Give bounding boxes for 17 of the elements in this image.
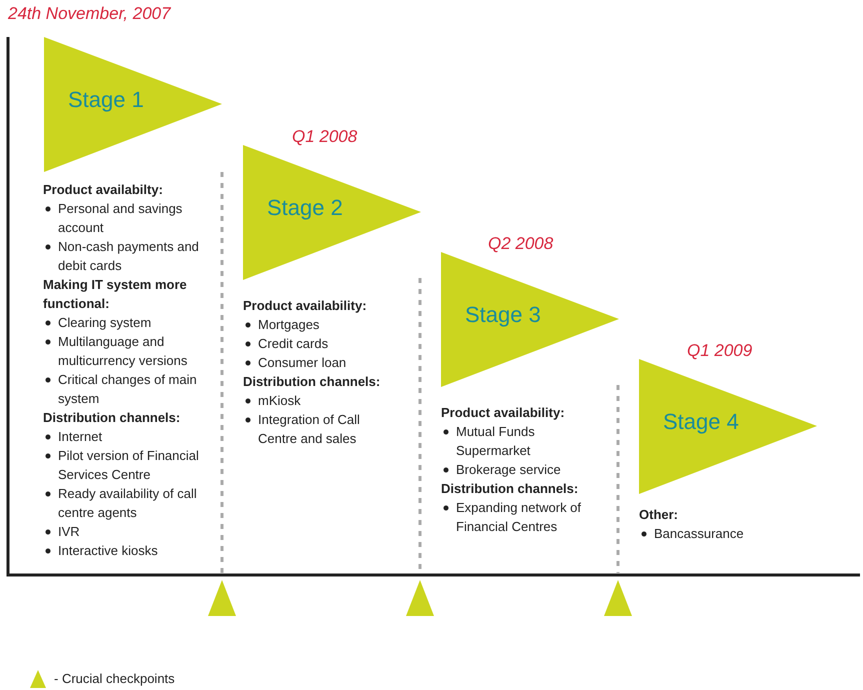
section-heading: Product availabilty:: [43, 181, 164, 199]
stage-title: Stage 2: [267, 195, 343, 221]
section-heading: Distribution channels:: [43, 409, 182, 427]
date-label: Q1 2008: [292, 127, 358, 147]
section-heading: Other:: [639, 506, 679, 524]
section-heading: Product availability:: [441, 404, 566, 422]
section-heading: Distribution channels:: [243, 373, 382, 391]
stage-title: Stage 3: [465, 302, 541, 328]
date-label: Q2 2008: [488, 234, 554, 254]
legend-label: - Crucial checkpoints: [54, 671, 175, 686]
section-heading: Product availability:: [243, 297, 368, 315]
stage-title: Stage 1: [68, 87, 144, 113]
date-label: Q1 2009: [687, 341, 752, 361]
section-heading: Making IT system more functional:: [43, 276, 188, 313]
date-label: 24th November, 2007: [8, 4, 171, 24]
stage-title: Stage 4: [663, 409, 739, 435]
section-heading: Distribution channels:: [441, 480, 580, 498]
